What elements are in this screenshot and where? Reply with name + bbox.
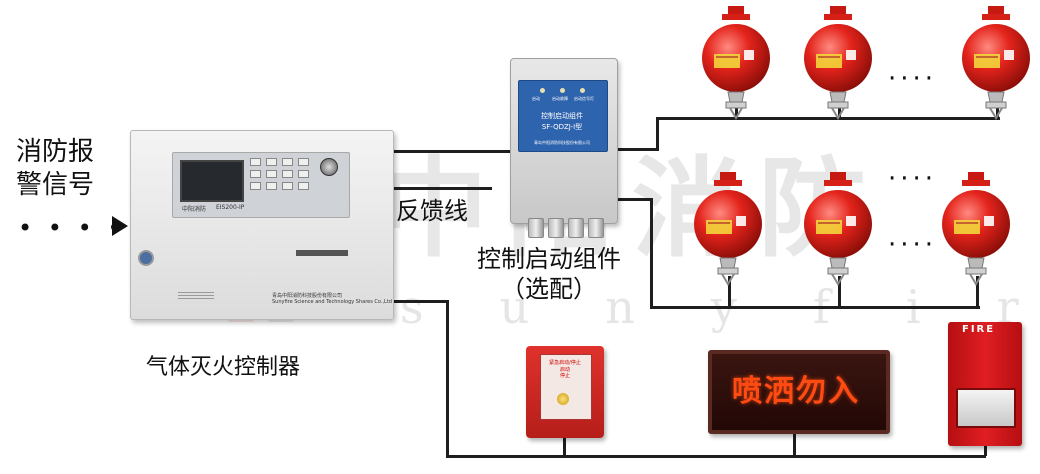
- sphere-extinguisher-icon: [804, 172, 872, 286]
- wire-drop: [563, 436, 566, 456]
- module-name: 控制启动组件: [541, 112, 583, 120]
- module-label-line2: （选配）: [501, 275, 597, 303]
- manual-release-face: [540, 354, 592, 420]
- module-led-icon: [560, 88, 565, 93]
- alarm-signal-label: 消防报 警信号: [16, 136, 116, 201]
- controller-key: [282, 158, 293, 166]
- controller-key: [250, 170, 261, 178]
- controller-key: [298, 182, 309, 190]
- wire-devices-bus: [446, 455, 986, 458]
- manual-release-button-icon: [557, 393, 569, 405]
- controller-lock-icon: [138, 250, 154, 266]
- manual-release-text-line: 启动: [559, 366, 570, 373]
- wire-top-bus: [656, 117, 1000, 120]
- wire-module-bottom-bus: [616, 198, 652, 201]
- wire-bottom-bus-vertical: [650, 198, 653, 308]
- manual-release-text: 紧急启动/停止 启动 停止: [542, 360, 588, 380]
- manual-release-text-line: 停止: [559, 373, 570, 379]
- strobe-light-icon: [956, 388, 1016, 428]
- alarm-signal-label-line2: 警信号: [16, 169, 95, 200]
- horn-strobe-label: FIRE: [962, 324, 996, 335]
- extinguisher-sphere: [802, 6, 874, 124]
- feedback-line-label: 反馈线: [396, 197, 468, 225]
- signal-arrow-icon: [112, 216, 128, 236]
- controller-company: 青岛中阳消防科技股份有限公司 Sunyfire Science and Tech…: [272, 292, 392, 305]
- alarm-signal-label-line1: 消防报: [16, 137, 95, 167]
- module-led-icon: [540, 88, 545, 93]
- extinguisher-sphere: [960, 6, 1032, 124]
- cable-gland-icon: [548, 218, 564, 238]
- sphere-extinguisher-icon: [702, 6, 770, 120]
- sphere-extinguisher-icon: [804, 6, 872, 120]
- wire-feedback: [392, 187, 492, 190]
- controller-key: [282, 170, 293, 178]
- controller-button-grid: [250, 158, 314, 208]
- controller-key: [266, 158, 277, 166]
- extinguisher-sphere: [802, 172, 874, 290]
- module-label-line1: 控制启动组件: [477, 245, 621, 273]
- wire-module-top-bus: [616, 148, 656, 151]
- module-model: SF-QDZJ-I型: [541, 123, 583, 131]
- controller-key: [250, 158, 261, 166]
- controller-key-switch-icon: [320, 158, 338, 176]
- wire-bottom-bus: [650, 306, 980, 309]
- extinguisher-sphere: [692, 172, 764, 290]
- controller-key: [266, 182, 277, 190]
- wire-devices-vertical: [446, 300, 449, 458]
- controller-key: [282, 182, 293, 190]
- wire-drop: [728, 276, 731, 308]
- controller-key: [298, 158, 309, 166]
- module-led-label: 启动: [532, 96, 540, 101]
- wire-drop: [984, 444, 987, 456]
- cable-gland-icon: [568, 218, 584, 238]
- sphere-extinguisher-icon: [694, 172, 762, 286]
- module-led-label: 启动故障: [552, 96, 568, 101]
- controller-company-en: Sunyfire Science and Technology Shares C…: [272, 299, 392, 305]
- more-extinguishers-middle: ····: [888, 164, 938, 194]
- controller-lcd-screen: [180, 160, 244, 202]
- wire-top-bus-vertical: [656, 117, 659, 151]
- sphere-extinguisher-icon: [962, 6, 1030, 120]
- controller-label: 气体灭火控制器: [146, 355, 301, 380]
- wire-controller-devices: [392, 300, 448, 303]
- extinguisher-sphere: [700, 6, 772, 124]
- sphere-extinguisher-icon: [942, 172, 1010, 286]
- wire-drop: [838, 104, 841, 118]
- module-led-label: 启动信号灯: [574, 96, 594, 101]
- wire-drop: [735, 104, 738, 118]
- controller-model: EIS200-IP: [216, 204, 245, 211]
- discharge-warning-text: 喷洒勿入: [732, 374, 860, 409]
- wire-drop: [838, 276, 841, 308]
- module-company: 青岛中阳消防科技股份有限公司: [534, 140, 590, 145]
- cable-gland-icon: [528, 218, 544, 238]
- extinguisher-sphere: [940, 172, 1012, 290]
- module-led-icon: [580, 88, 585, 93]
- wire-drop: [793, 428, 796, 456]
- more-extinguishers-bottom: ····: [888, 230, 938, 260]
- manual-release-text-line: 紧急启动/停止: [549, 360, 581, 366]
- controller-printer-slot: [296, 250, 348, 256]
- wire-drop: [976, 276, 979, 308]
- watermark-text: 中阳消防: [380, 147, 885, 272]
- controller-key: [250, 182, 261, 190]
- discharge-warning-sign: [708, 350, 890, 434]
- controller-key: [266, 170, 277, 178]
- controller-brand: 中阳消防: [182, 206, 207, 213]
- more-extinguishers-top: ····: [888, 64, 938, 94]
- cable-gland-icon: [588, 218, 604, 238]
- wire-controller-module: [392, 150, 510, 153]
- controller-speaker-vent: [178, 292, 214, 300]
- wire-drop: [996, 104, 999, 118]
- controller-key: [298, 170, 309, 178]
- controller-company-cn: 青岛中阳消防科技股份有限公司: [272, 293, 343, 299]
- module-label: 控制启动组件 （选配）: [464, 244, 634, 304]
